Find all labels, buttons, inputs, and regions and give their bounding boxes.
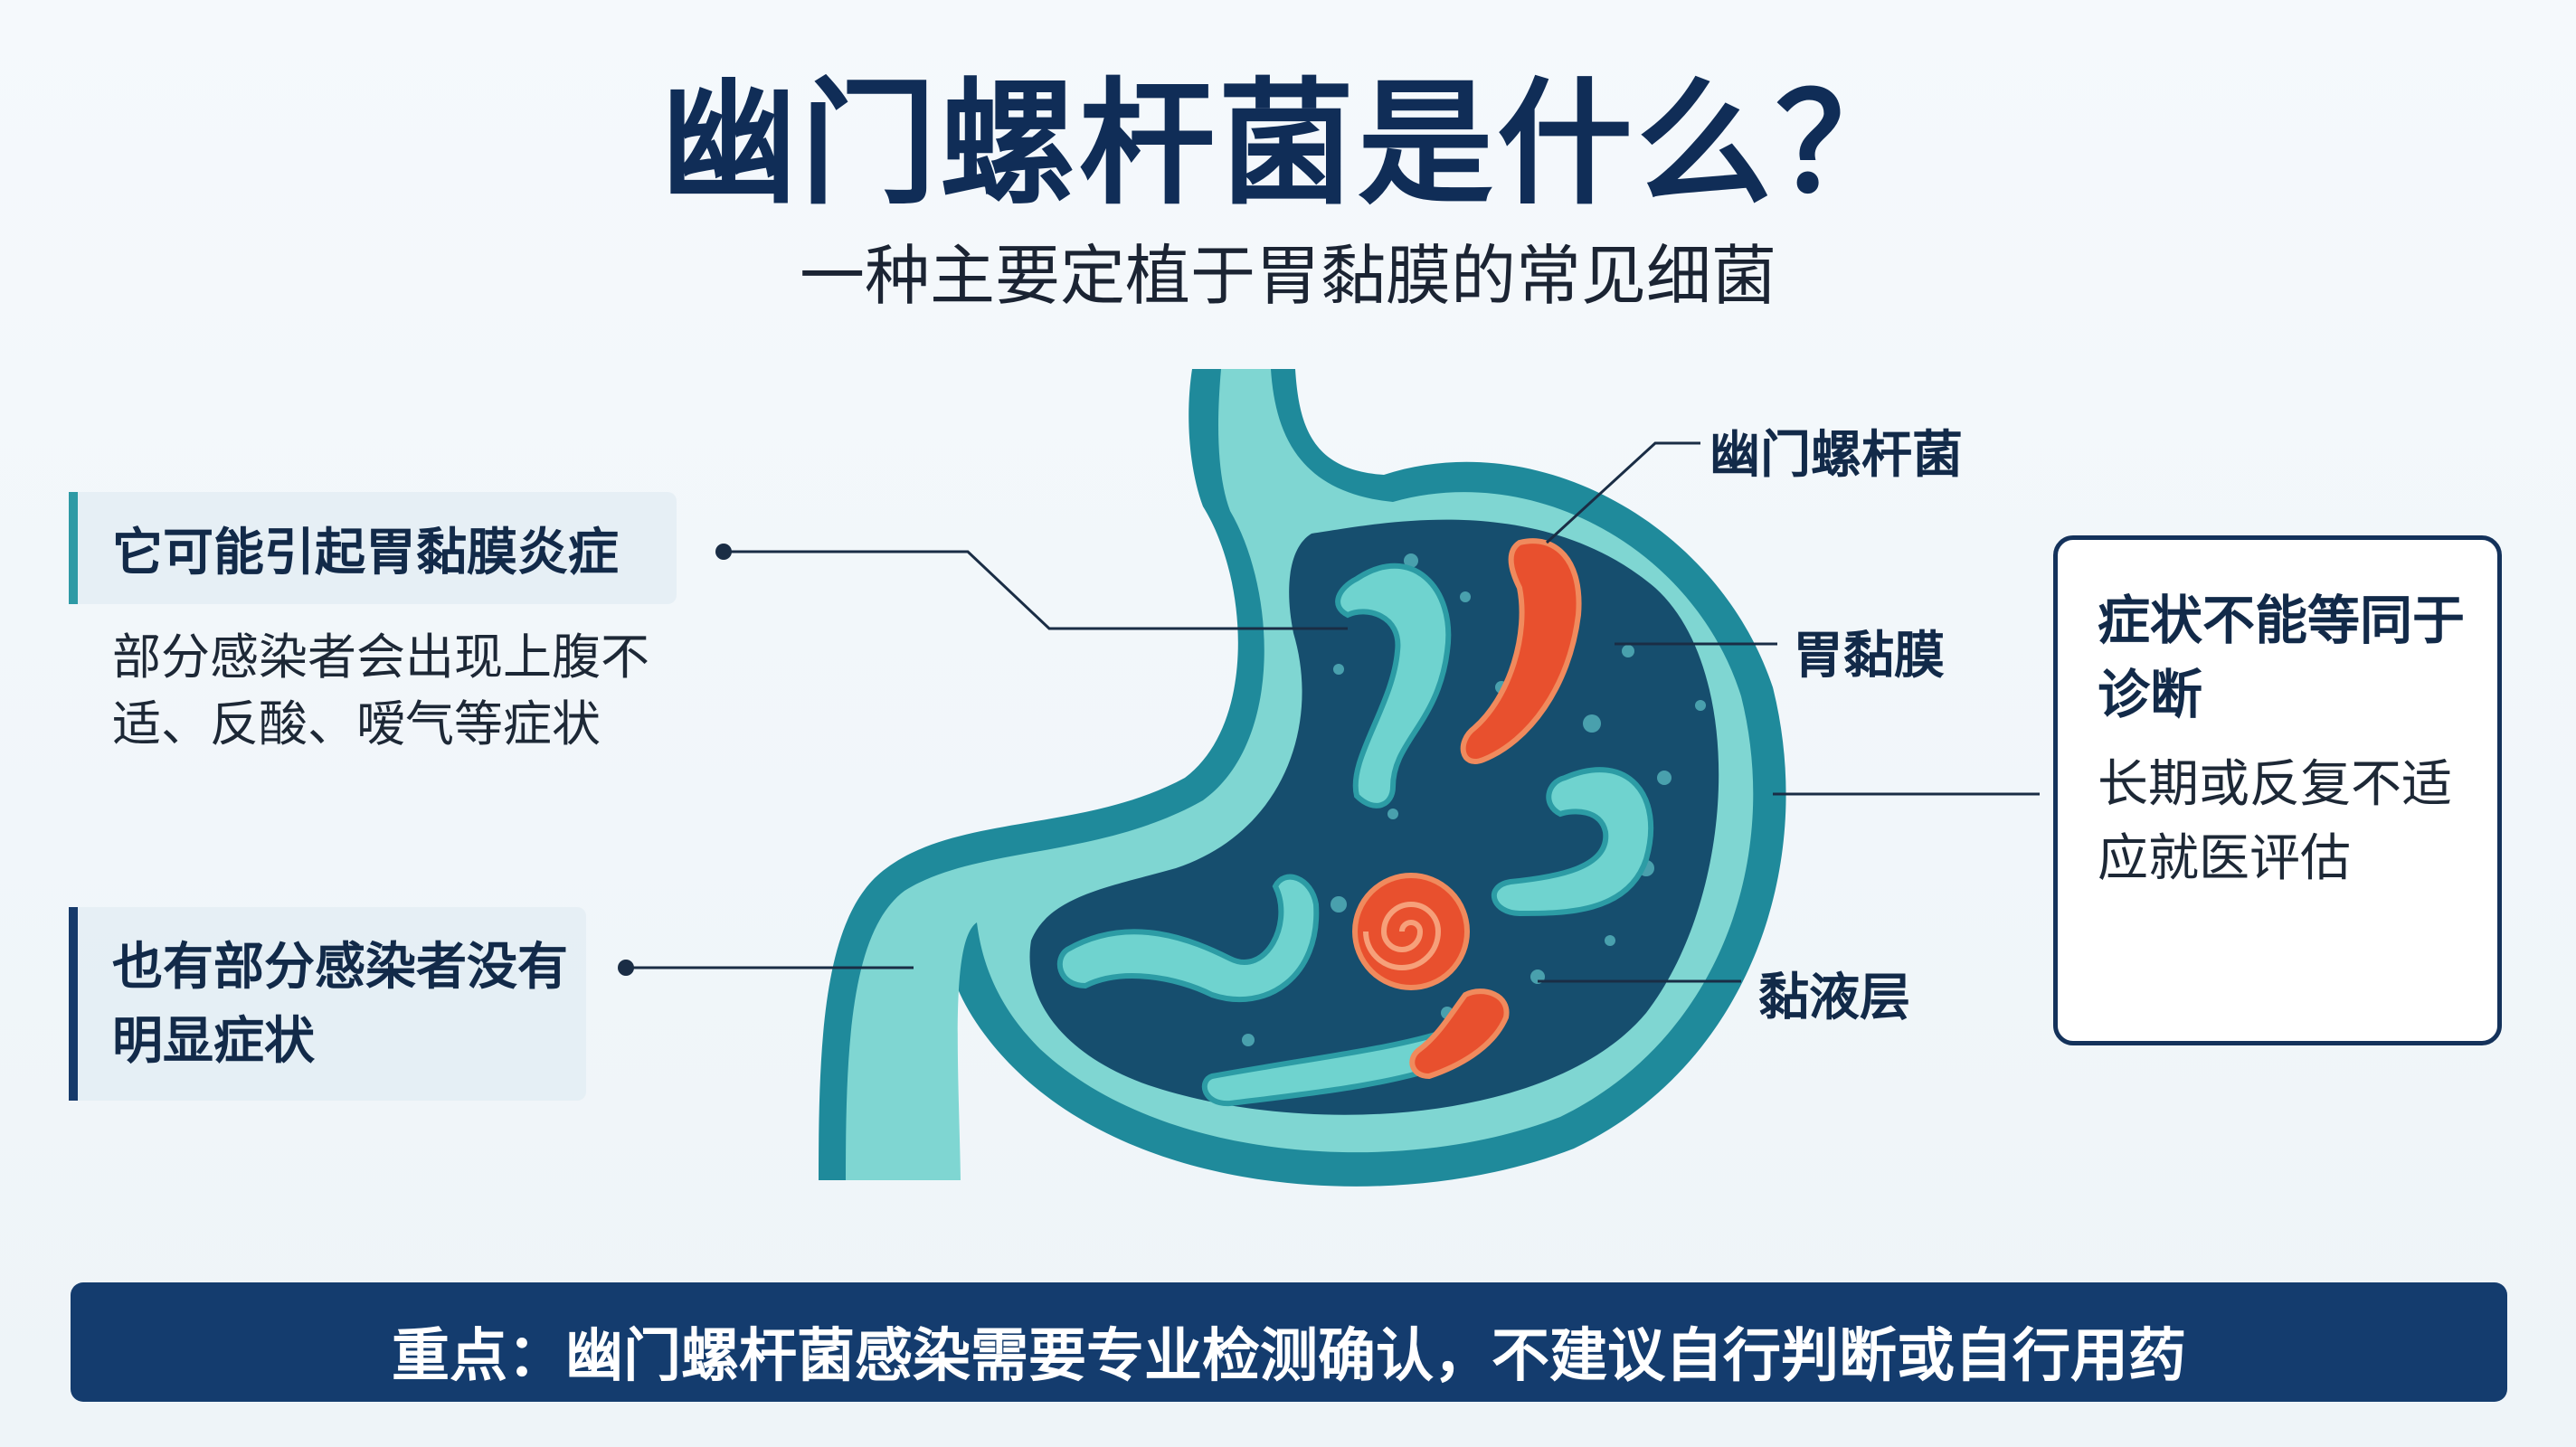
callout-accent-bar <box>69 492 78 604</box>
callout-diagnosis-body: 长期或反复不适应就医评估 <box>2098 755 2452 888</box>
callout-diagnosis-heading: 症状不能等同于诊断 <box>2098 590 2466 725</box>
bacteria-spiral <box>1363 902 1442 970</box>
label-helicobacter: 幽门螺杆菌 <box>1709 426 1963 485</box>
callout-inflammation-detail: 部分感染者会出现上腹不适、反酸、嗳气等症状 <box>112 629 649 752</box>
pointer-lines <box>626 441 2040 983</box>
pointer-dot-1 <box>715 544 732 560</box>
callout-diagnosis: 症状不能等同于诊断 长期或反复不适应就医评估 <box>2053 535 2502 1045</box>
callout-asymptomatic: 也有部分感染者没有明显症状 <box>69 907 586 1101</box>
callout-accent-bar <box>69 907 78 1101</box>
page-subtitle: 一种主要定植于胃黏膜的常见细菌 <box>799 238 1776 314</box>
callout-asymptomatic-heading: 也有部分感染者没有明显症状 <box>112 938 568 1071</box>
page-title: 幽门螺杆菌是什么？ <box>660 66 1915 223</box>
key-point-text: 重点：幽门螺杆菌感染需要专业检测确认，不建议自行判断或自行用药 <box>392 1323 2186 1390</box>
callout-inflammation-heading: 它可能引起胃黏膜炎症 <box>112 524 619 582</box>
pointer-dot-2 <box>618 960 634 976</box>
label-mucus: 黏液层 <box>1758 969 1910 1027</box>
label-mucosa: 胃黏膜 <box>1793 627 1945 686</box>
callout-inflammation: 它可能引起胃黏膜炎症 <box>69 492 677 604</box>
key-point-banner: 重点：幽门螺杆菌感染需要专业检测确认，不建议自行判断或自行用药 <box>71 1282 2507 1402</box>
